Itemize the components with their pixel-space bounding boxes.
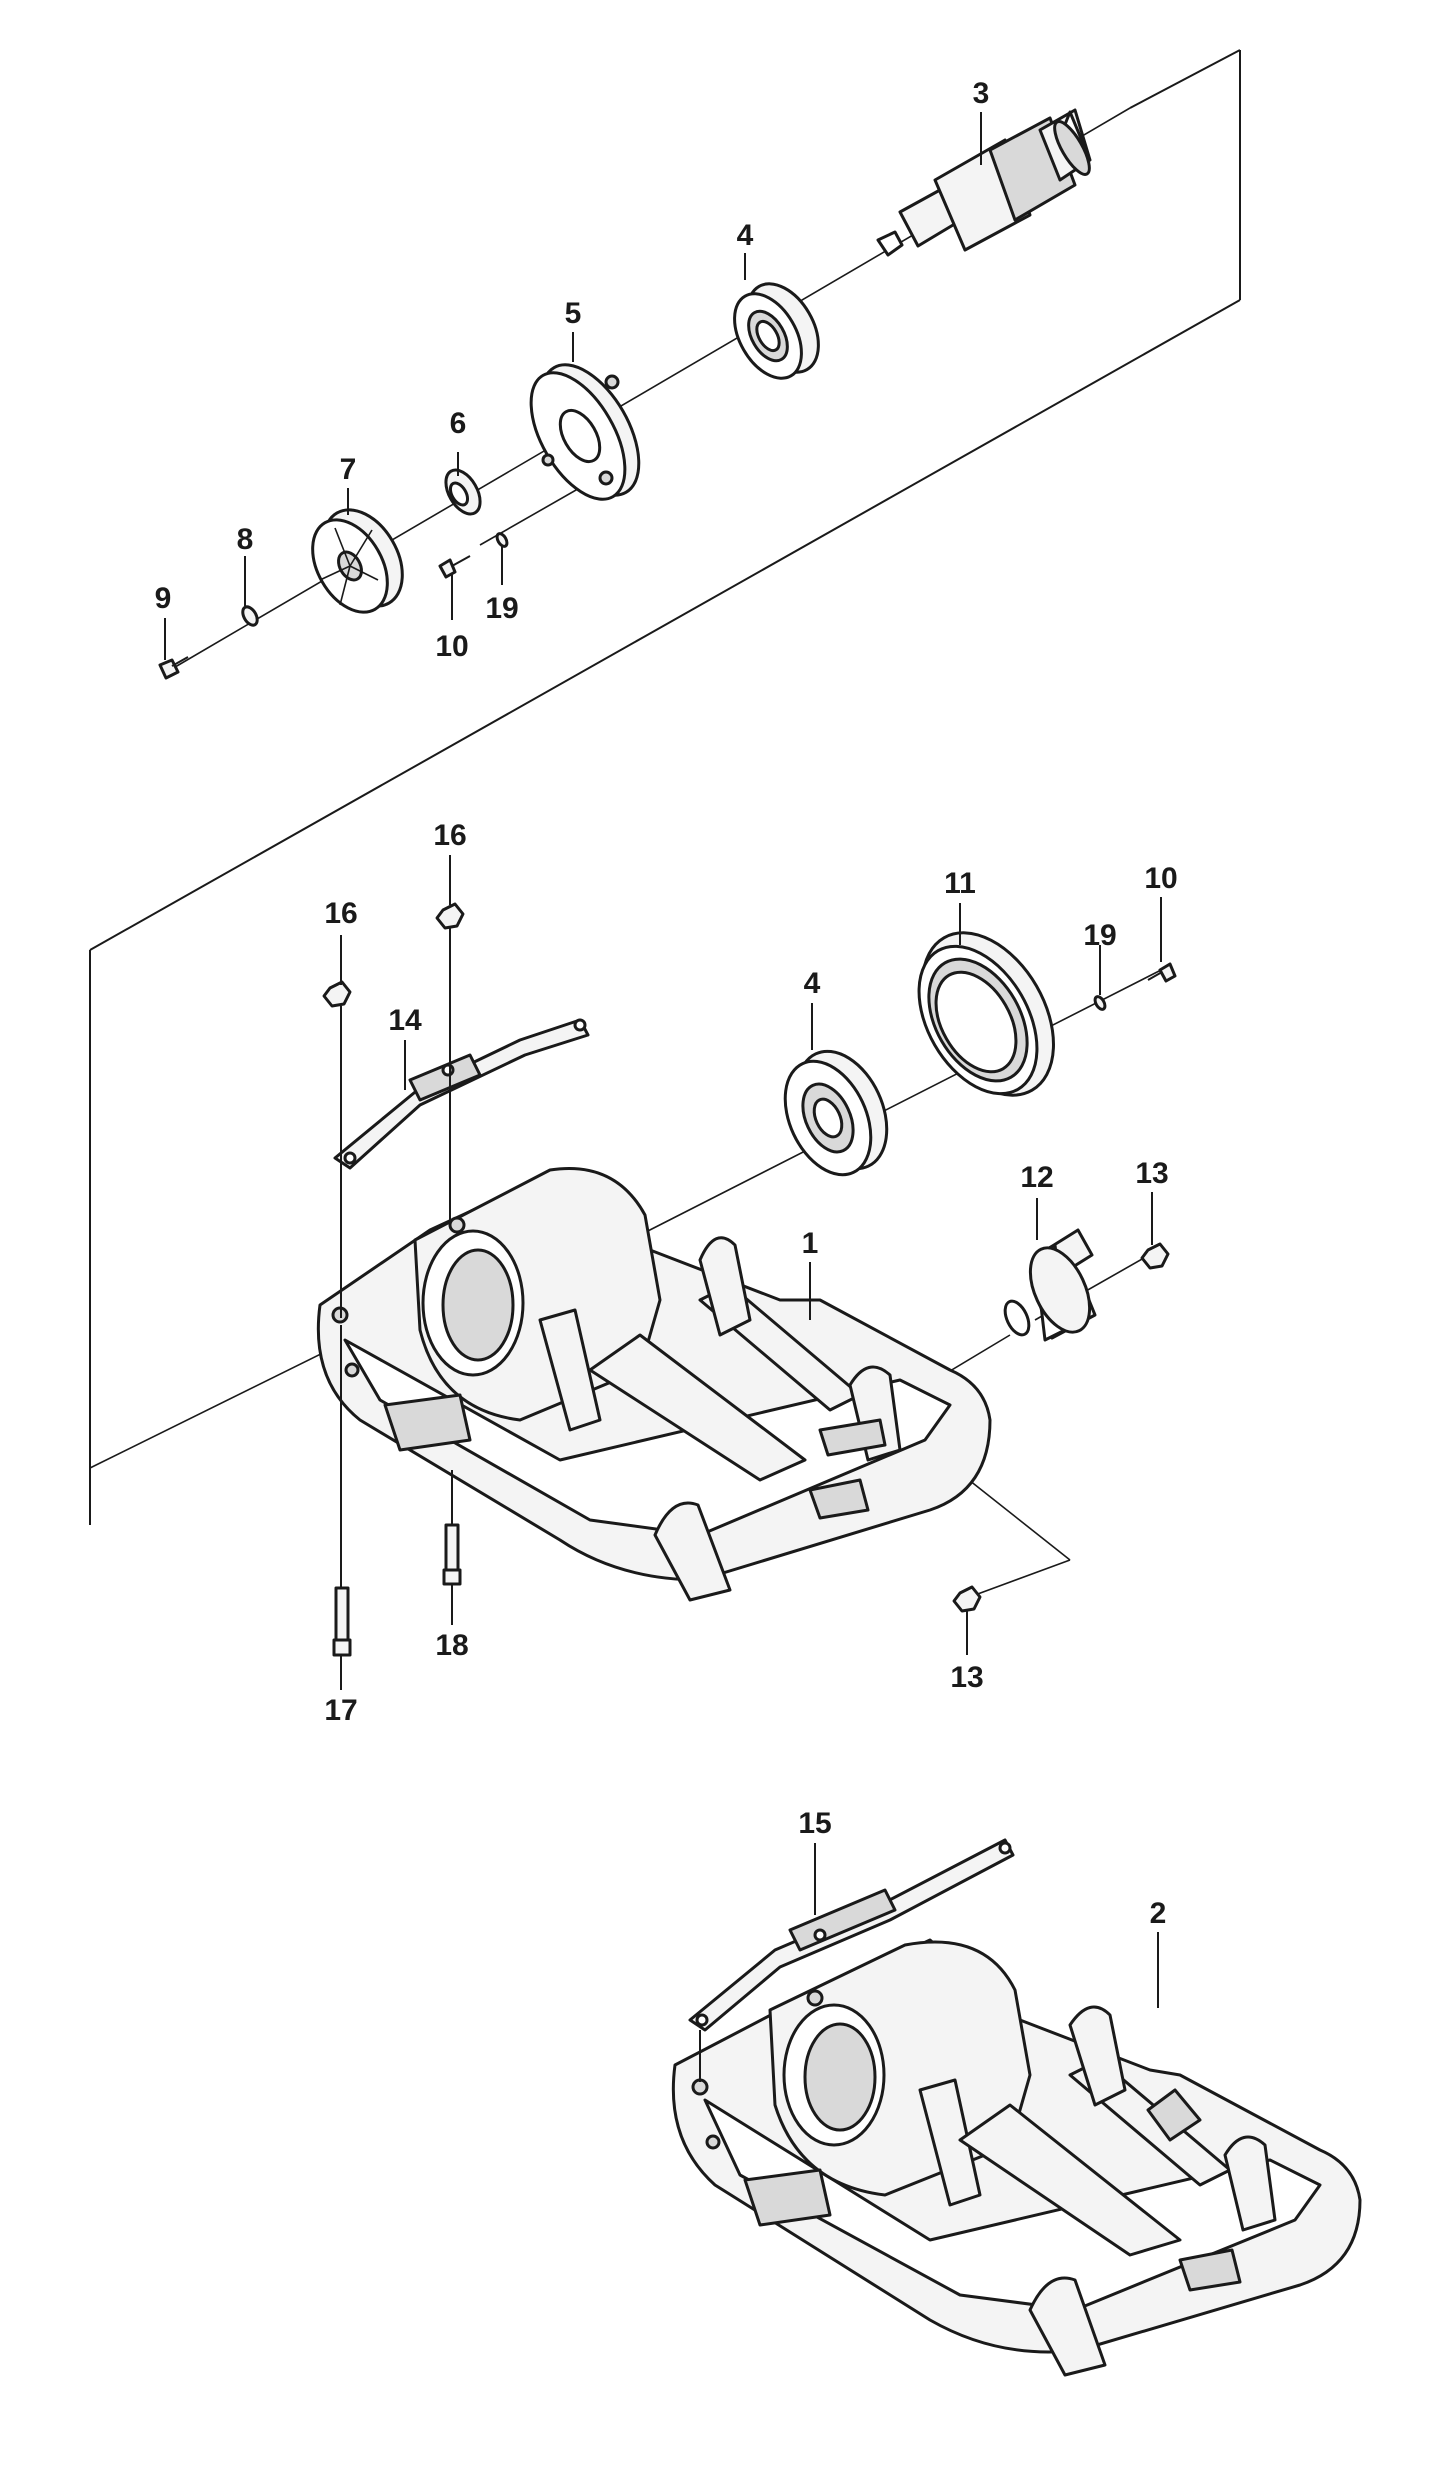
middle-leader-lines — [340, 855, 1162, 1690]
callout-4-upper: 4 — [737, 219, 754, 252]
callout-15: 15 — [798, 1807, 831, 1840]
callout-16-left: 16 — [324, 897, 357, 930]
callout-6: 6 — [450, 407, 467, 440]
part-9-bolt — [158, 656, 189, 680]
upper-leader-lines — [164, 112, 982, 660]
callout-4-middle: 4 — [804, 967, 821, 1000]
part-13-lower-nut — [952, 1585, 982, 1613]
part-5-flange-plate — [529, 363, 641, 501]
callout-17: 17 — [324, 1694, 357, 1727]
lower-leader-lines — [699, 1843, 1159, 2082]
part-18-bolt — [442, 1523, 462, 1586]
callout-18: 18 — [435, 1629, 468, 1662]
part-4-middle-bearing — [783, 1049, 889, 1177]
part-16-nuts — [322, 902, 465, 1008]
part-17-bolt — [332, 1586, 352, 1657]
callout-12: 12 — [1020, 1161, 1053, 1194]
callout-10-upper: 10 — [435, 630, 468, 663]
part-19-middle-washer — [1093, 995, 1107, 1011]
callout-3: 3 — [973, 77, 990, 110]
callout-2: 2 — [1150, 1897, 1167, 1930]
callout-19-upper: 19 — [485, 592, 518, 625]
callout-7: 7 — [340, 453, 357, 486]
callout-19-middle: 19 — [1083, 919, 1116, 952]
part-8-washer — [241, 605, 259, 627]
part-11-seal-housing — [917, 931, 1055, 1097]
part-13-upper-nut — [1140, 1242, 1170, 1270]
callout-1: 1 — [802, 1227, 819, 1260]
callout-11: 11 — [944, 867, 976, 900]
callout-5: 5 — [565, 297, 582, 330]
part-7-pulley — [311, 508, 404, 614]
part-12-mounting-damper — [1003, 1228, 1097, 1342]
part-10-upper-screw — [438, 555, 471, 579]
callout-16-right: 16 — [433, 819, 466, 852]
part-14-handle-bracket — [333, 1018, 590, 1170]
part-19-upper-washer — [495, 532, 509, 548]
part-15-handle-bracket — [688, 1838, 1015, 2032]
part-10-middle-screw — [1147, 962, 1177, 983]
assembly-boundary — [89, 49, 1241, 1525]
callout-13-lower: 13 — [950, 1661, 983, 1694]
callout-13-upper: 13 — [1135, 1157, 1168, 1190]
callout-14: 14 — [388, 1004, 422, 1037]
part-6-seal-ring — [444, 468, 482, 516]
part-4-upper-bearing — [733, 282, 820, 380]
callout-labels: 3 4 5 6 7 8 9 10 19 16 16 14 4 11 19 10 … — [155, 77, 1178, 1930]
part-2-base-plate-alt — [671, 1938, 1362, 2377]
part-3-eccentric-shaft — [876, 108, 1092, 257]
callout-9: 9 — [155, 582, 172, 615]
callout-10-middle: 10 — [1144, 862, 1177, 895]
callout-8: 8 — [237, 523, 254, 556]
part-1-base-plate — [316, 1167, 992, 1602]
